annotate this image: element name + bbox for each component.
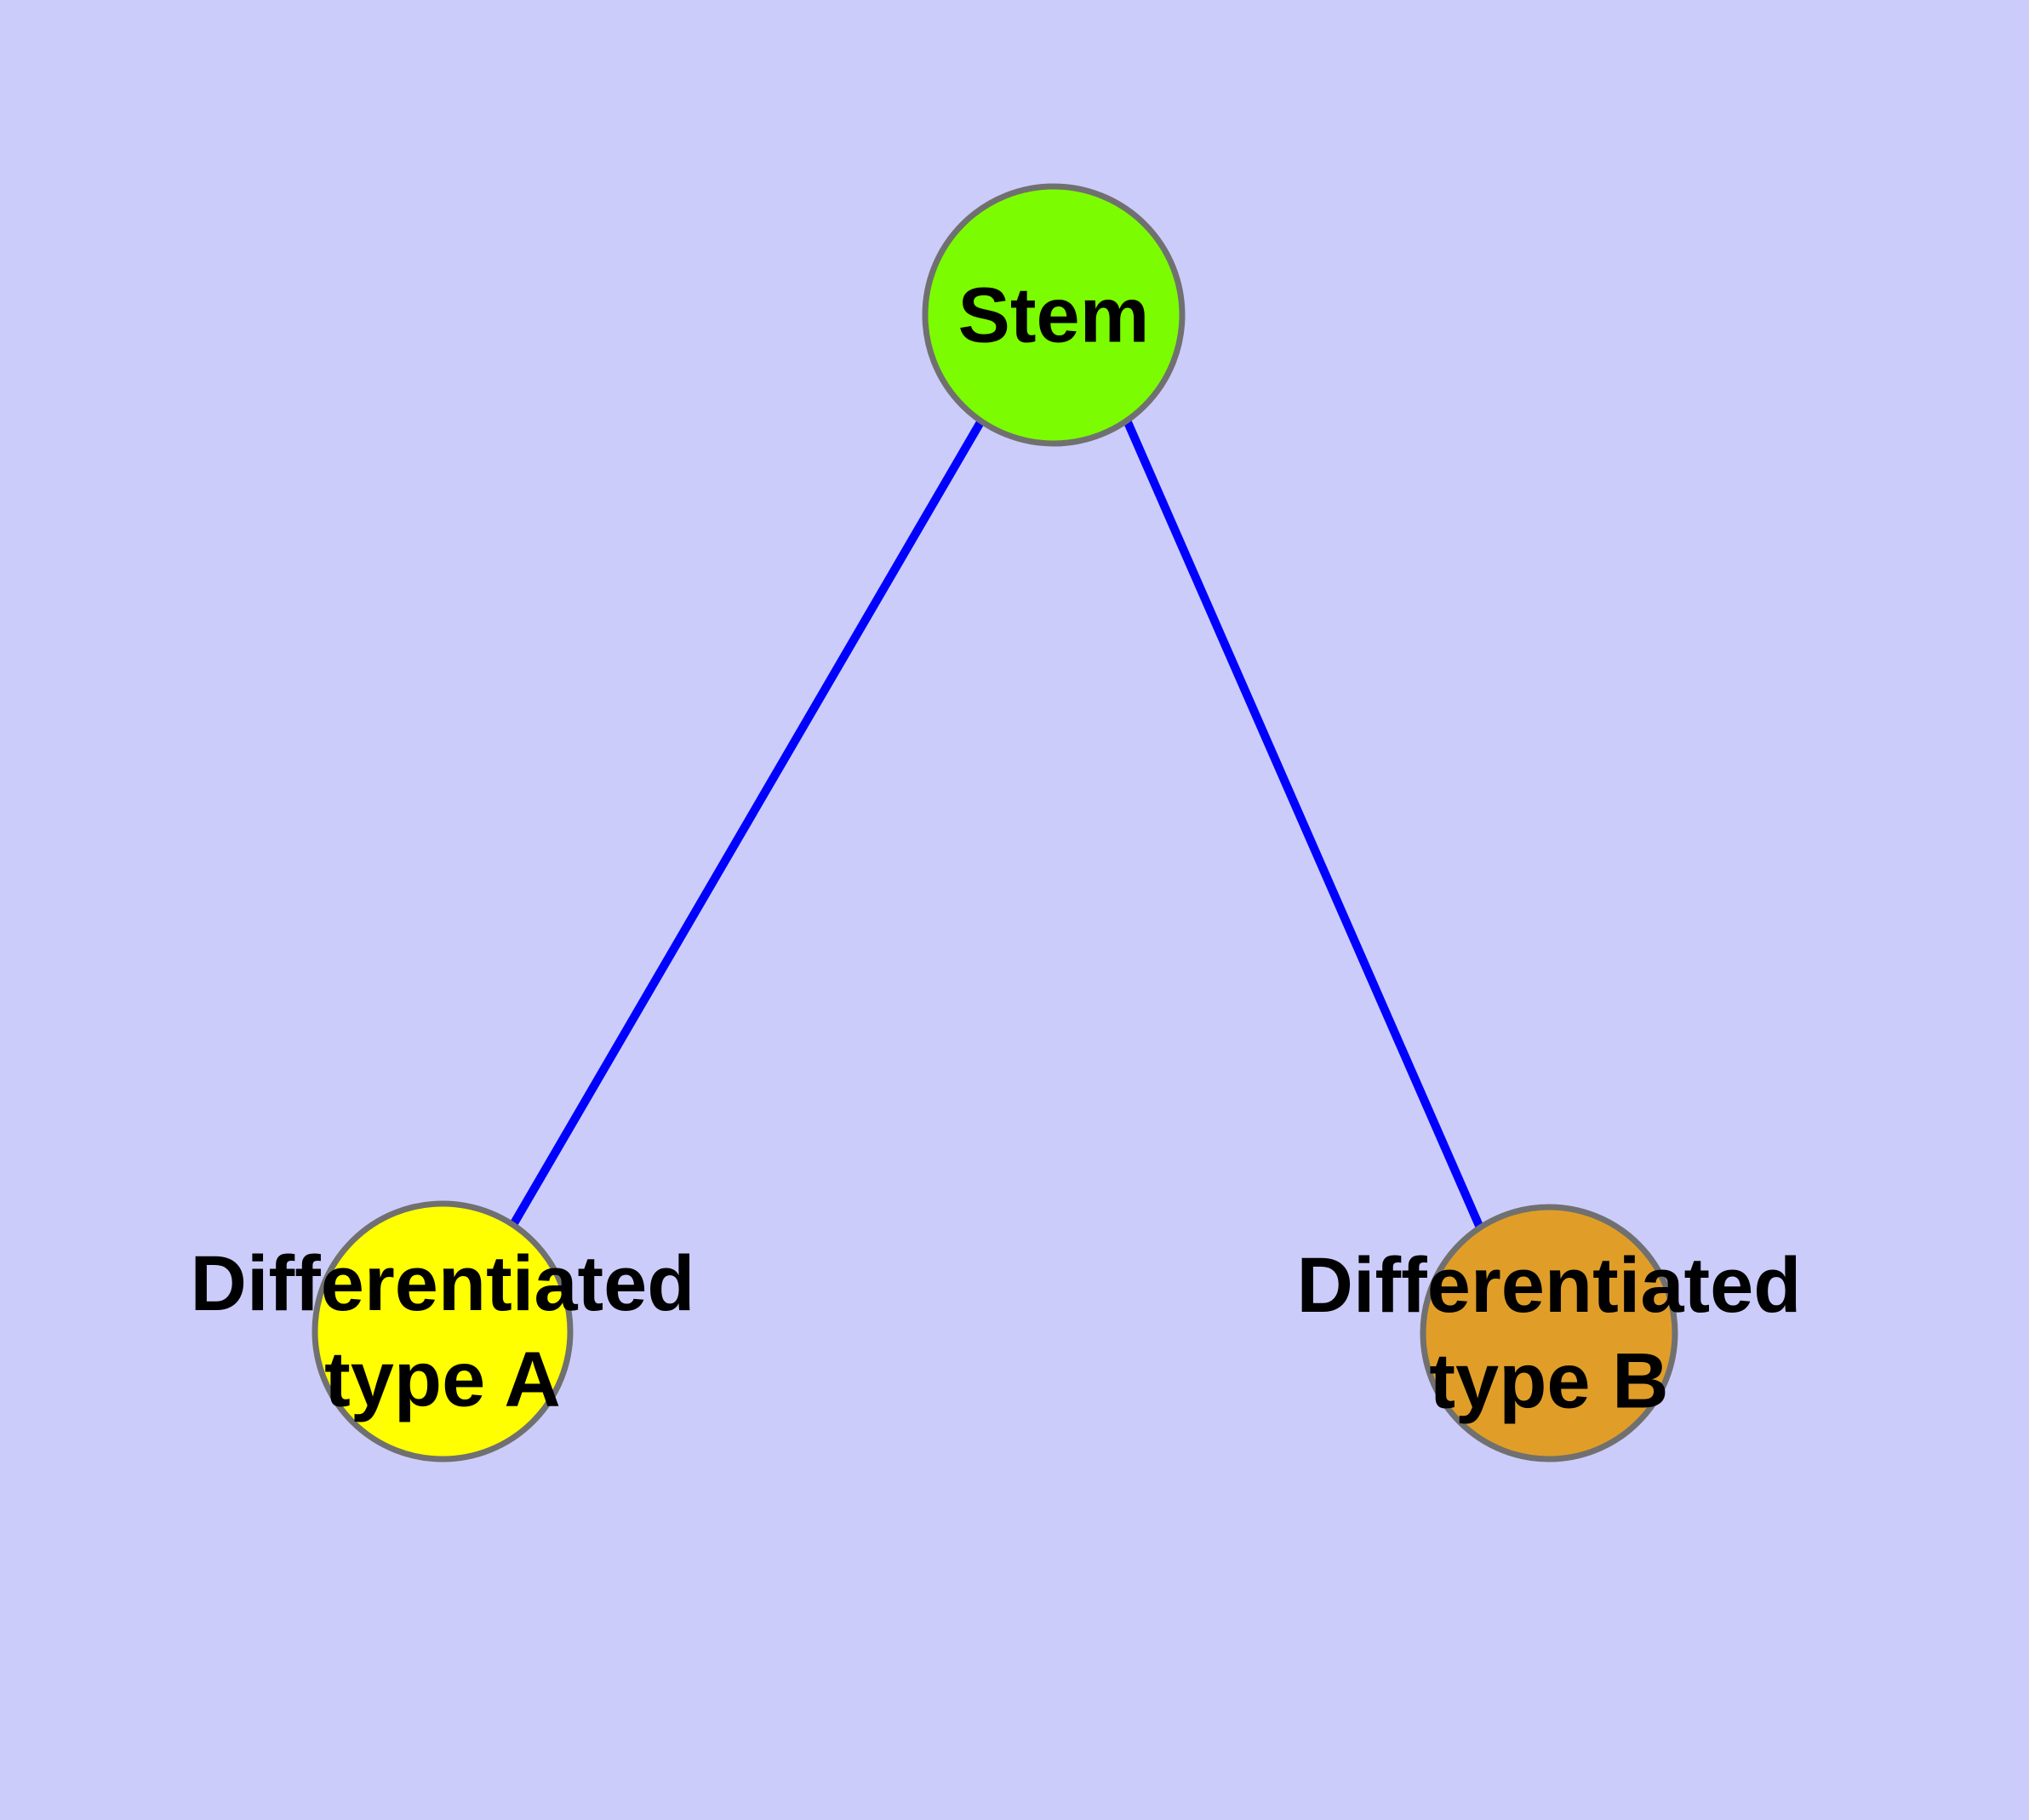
node-label-diff_a: Differentiated type A (191, 1240, 695, 1422)
edge-stem-diff-b[interactable] (1123, 420, 1483, 1228)
node-label-line: Stem (958, 272, 1150, 358)
node-label-line: type A (324, 1336, 561, 1422)
node-diff_a[interactable] (311, 1200, 574, 1462)
node-label-stem: Stem (958, 272, 1150, 358)
node-label-line: type B (1429, 1337, 1668, 1424)
node-label-line: Differentiated (191, 1240, 695, 1327)
node-diff_b[interactable] (1420, 1204, 1678, 1462)
nodes-layer (311, 183, 1678, 1462)
node-stem[interactable] (922, 183, 1186, 447)
edges-layer (510, 420, 1483, 1228)
edge-stem-diff-a[interactable] (510, 420, 985, 1226)
node-label-line: Differentiated (1297, 1242, 1802, 1329)
